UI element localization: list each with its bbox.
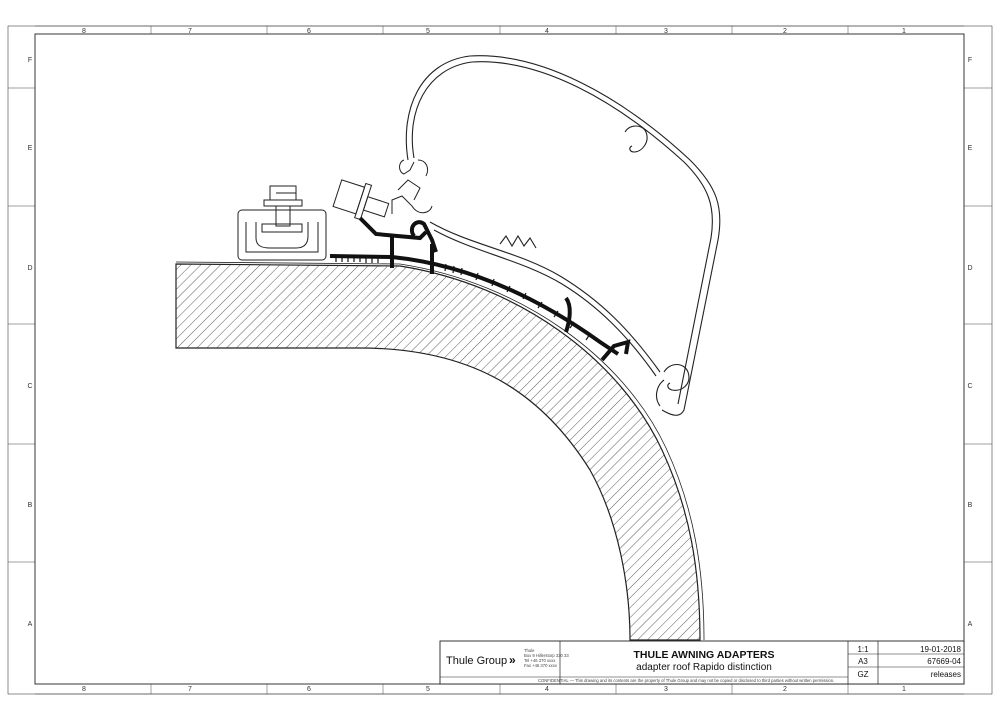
- address-line: Tel +46 370 xxxx: [524, 658, 556, 663]
- row-label: F: [28, 57, 32, 64]
- bolt-washer: [263, 199, 303, 207]
- adapter-bolt-head: [332, 179, 366, 215]
- address-line: Fax +46 370 xxxx: [524, 663, 558, 668]
- rail-slider: [261, 223, 303, 233]
- awning-lower-clip: [663, 363, 690, 391]
- date-value: 19-01-2018: [920, 645, 961, 654]
- adapter-bolt-washer: [354, 182, 373, 221]
- row-label: C: [27, 383, 32, 390]
- adapter-bolt-shank: [362, 196, 390, 218]
- rail-bolt: [263, 185, 303, 227]
- awning-front-lower: [655, 379, 665, 407]
- column-labels-top: 8 7 6 5 4 3 2 1: [82, 28, 906, 35]
- awning-spring-detail: [499, 234, 537, 249]
- row-labels-right: F E D C B A: [967, 57, 972, 628]
- col-label: 5: [426, 28, 430, 35]
- mounting-rail: [237, 209, 327, 261]
- adapter-main-curve: [329, 254, 620, 356]
- adapter-bolt: [332, 179, 390, 221]
- zone-ticks: [8, 26, 992, 694]
- bolt-shank: [275, 205, 291, 227]
- row-label: A: [28, 621, 33, 628]
- row-label: D: [27, 265, 32, 272]
- rail-inner-lip: [255, 222, 309, 249]
- row-label: E: [28, 145, 33, 152]
- drawing-title: THULE AWNING ADAPTERS: [634, 649, 775, 661]
- col-label: 4: [545, 28, 549, 35]
- row-label: D: [967, 265, 972, 272]
- scale-value: 1:1: [857, 645, 869, 654]
- row-label: A: [968, 621, 973, 628]
- status-value: releases: [931, 670, 961, 679]
- address-line: Thule: [524, 648, 535, 653]
- col-label: 1: [902, 28, 906, 35]
- rail-body: [237, 209, 327, 261]
- adapter-serrations: [335, 256, 591, 341]
- adapter-profile: [329, 216, 631, 362]
- col-label: 3: [664, 686, 668, 693]
- row-label: F: [968, 57, 972, 64]
- col-label: 6: [307, 28, 311, 35]
- adapter-hook-top: [409, 220, 438, 253]
- roof-wall-section: [175, 261, 705, 641]
- col-label: 7: [188, 28, 192, 35]
- col-label: 8: [82, 28, 86, 35]
- row-label: E: [968, 145, 973, 152]
- column-labels-bottom: 8 7 6 5 4 3 2 1: [82, 686, 906, 693]
- company-logo-mark: »: [509, 653, 516, 667]
- adapter-rib-mid: [564, 296, 572, 333]
- drawn-by-value: GZ: [857, 670, 868, 679]
- awning-housing: [405, 55, 721, 416]
- sheet-size-value: A3: [858, 657, 868, 666]
- awning-upper-clip: [624, 125, 648, 153]
- adapter-front-hook: [600, 339, 631, 362]
- col-label: 4: [545, 686, 549, 693]
- col-label: 7: [188, 686, 192, 693]
- awning-hinge-hooks: [391, 159, 433, 214]
- title-block: Thule Group » Thule Box 9 Hillerstorp 33…: [439, 640, 965, 685]
- awning-lower-sweep: [429, 221, 661, 373]
- col-label: 3: [664, 28, 668, 35]
- company-logo: Thule Group: [446, 655, 507, 667]
- roof-outer-skin: [175, 261, 705, 641]
- col-label: 1: [902, 686, 906, 693]
- address-line: Box 9 Hillerstorp 330 33: [524, 653, 569, 658]
- col-label: 2: [783, 686, 787, 693]
- row-label: B: [28, 502, 33, 509]
- awning-housing-outer: [405, 55, 721, 416]
- col-label: 2: [783, 28, 787, 35]
- awning-housing-inner: [411, 61, 713, 405]
- roof-wall-hatched: [175, 263, 701, 641]
- drawing-number-value: 67669-04: [927, 657, 961, 666]
- col-label: 8: [82, 686, 86, 693]
- row-label: B: [968, 502, 973, 509]
- rail-inner-channel: [245, 222, 319, 253]
- row-labels-left: F E D C B A: [27, 57, 32, 628]
- disclaimer: CONFIDENTIAL — This drawing and its cont…: [538, 678, 834, 683]
- adapter-upper-arm: [358, 216, 428, 241]
- col-label: 6: [307, 686, 311, 693]
- drawing-subtitle: adapter roof Rapido distinction: [636, 662, 772, 673]
- col-label: 5: [426, 686, 430, 693]
- row-label: C: [967, 383, 972, 390]
